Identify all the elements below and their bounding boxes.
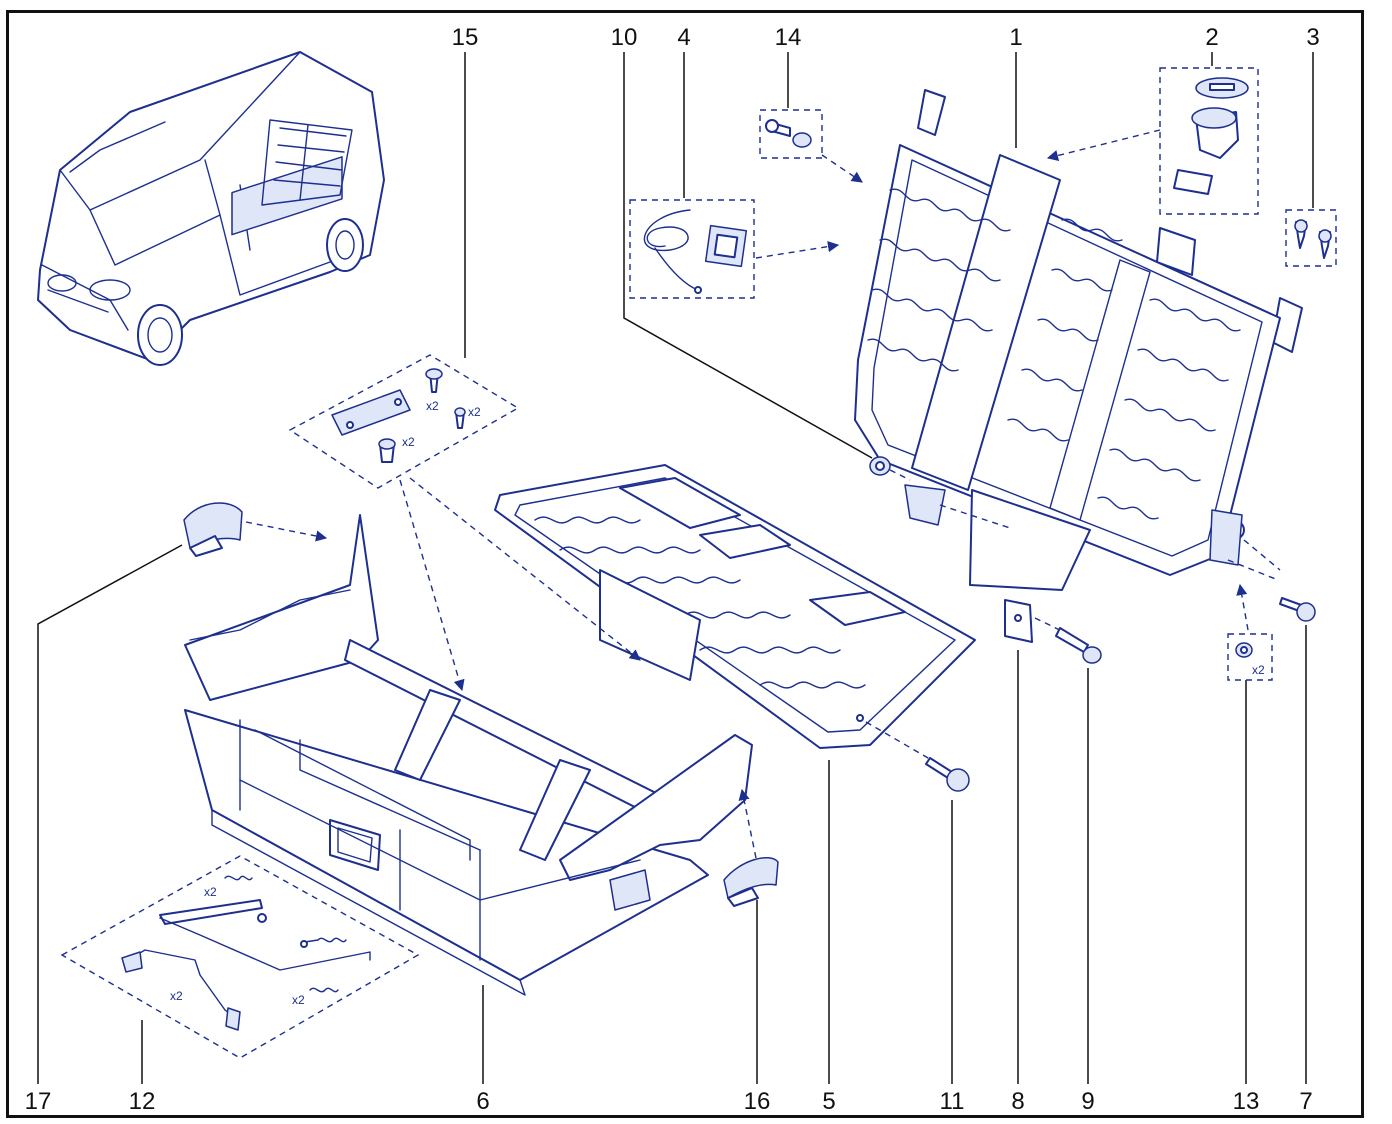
diagram-frame: [6, 10, 1364, 1118]
part-3-group: [1285, 209, 1337, 267]
callout-9: 9: [1081, 1088, 1095, 1115]
leader-lines: [37, 52, 1314, 1084]
callout-12: 12: [128, 1088, 156, 1115]
seat-back-frame: [854, 89, 1303, 591]
callout-10: 10: [610, 24, 638, 51]
callout-16: 16: [743, 1088, 771, 1115]
callout-11: 11: [939, 1088, 965, 1115]
spring-qty-label-b: x2: [292, 993, 305, 1007]
callout-14: 14: [774, 24, 802, 51]
callout-17: 17: [24, 1088, 52, 1115]
stud-qty-label: x2: [402, 435, 415, 449]
callout-5: 5: [822, 1088, 836, 1115]
part-17-cap: [183, 502, 328, 557]
part-12-group: x2 x2 x2: [60, 855, 420, 1059]
callout-8: 8: [1011, 1088, 1025, 1115]
spring-qty-label-a: x2: [204, 885, 217, 899]
part-2-group: [1046, 67, 1259, 215]
parts-7-8-9-13: x2: [1004, 583, 1316, 681]
van-illustration: [37, 51, 385, 366]
callout-1: 1: [1009, 24, 1023, 51]
callout-15: 15: [451, 24, 479, 51]
bolt-qty-label-a: x2: [426, 399, 439, 413]
callout-3: 3: [1306, 24, 1320, 51]
part-14-group: [759, 109, 863, 183]
bolt-qty-label-b: x2: [468, 405, 481, 419]
part-10-nut: [869, 456, 911, 481]
callout-13: 13: [1232, 1088, 1260, 1115]
part-15-group: x2 x2 x2: [288, 354, 641, 692]
callout-2: 2: [1205, 24, 1219, 51]
seat-base-frame: [184, 514, 753, 996]
rod-qty-label: x2: [170, 989, 183, 1003]
seat-cushion-frame: [494, 464, 976, 792]
part-4-group: [629, 199, 840, 299]
callout-6: 6: [476, 1088, 490, 1115]
part-16-cap: [723, 788, 779, 907]
callout-7: 7: [1299, 1088, 1313, 1115]
callout-4: 4: [677, 24, 691, 51]
washer-qty-label: x2: [1252, 663, 1265, 677]
